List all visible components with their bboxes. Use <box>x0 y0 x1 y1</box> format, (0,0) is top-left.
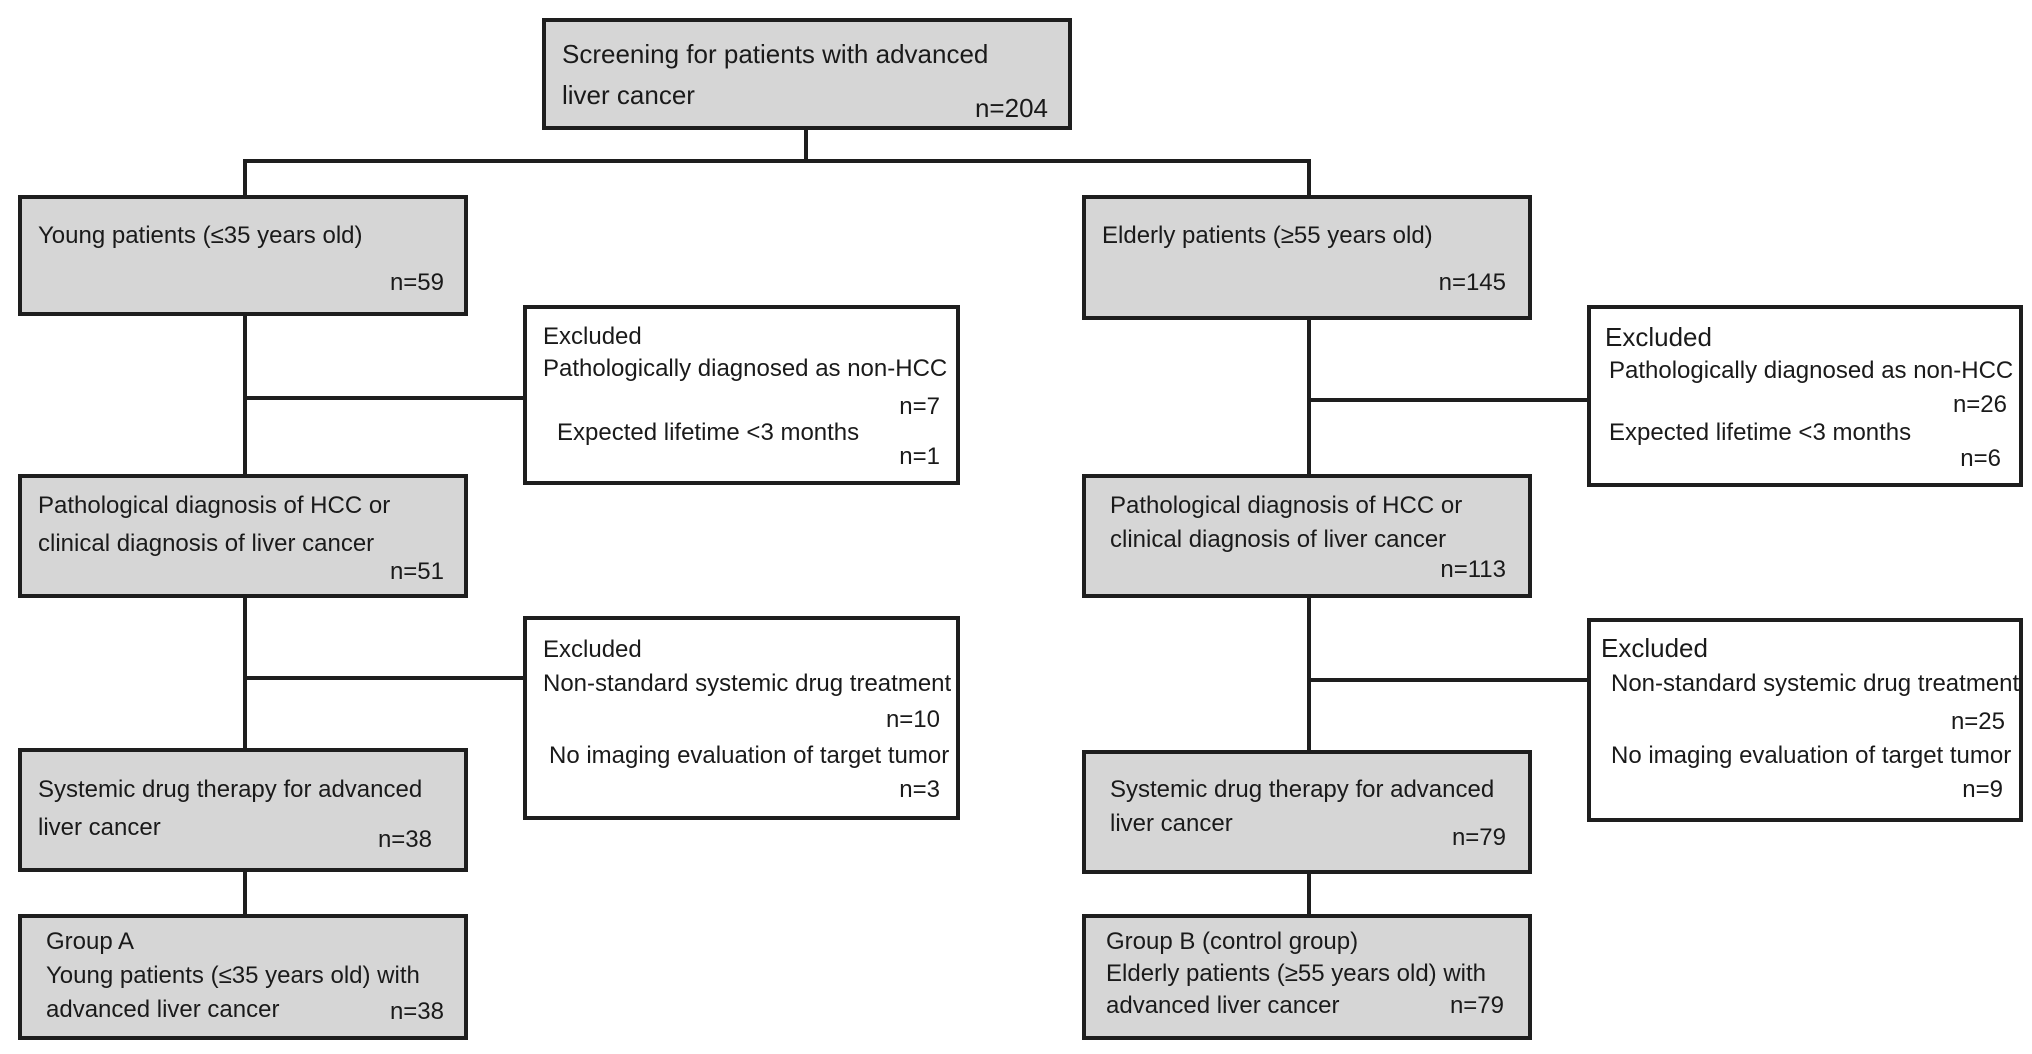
group-b-line3: advanced liver cancer <box>1106 992 1340 1019</box>
elderly-patients-label: Elderly patients (≥55 years old) <box>1102 222 1433 249</box>
right-exclusion-2-count-1: n=25 <box>1950 708 2005 735</box>
left-exclusion-1-count-2: n=1 <box>899 443 940 470</box>
right-exclusion-1-title: Excluded <box>1605 322 1712 352</box>
right-exclusion-box-1: Excluded Pathologically diagnosed as non… <box>1587 305 2023 487</box>
left-exclusion-1-count-1: n=7 <box>899 393 940 420</box>
left-exclusion-box-2: Excluded Non-standard systemic drug trea… <box>523 616 960 820</box>
right-exclusion-1-reason-2: Expected lifetime <3 months <box>1609 419 1912 446</box>
right-therapy-line2: liver cancer <box>1110 810 1233 837</box>
right-exclusion-1-count-1: n=26 <box>1952 391 2007 418</box>
left-therapy-line1: Systemic drug therapy for advanced <box>38 776 423 803</box>
elderly-patients-box: Elderly patients (≥55 years old) n=145 <box>1082 195 1532 320</box>
young-patients-box: Young patients (≤35 years old) n=59 <box>18 195 468 316</box>
connector-top-down <box>804 126 808 162</box>
group-a-line2: Young patients (≤35 years old) with <box>46 962 420 989</box>
young-patients-count: n=59 <box>389 269 444 296</box>
right-exclusion-2-reason-2: No imaging evaluation of target tumor <box>1611 742 2012 769</box>
group-b-count: n=79 <box>1449 992 1504 1019</box>
right-exclusion-2-title: Excluded <box>1601 633 1708 663</box>
connector-right-spine-2 <box>1307 594 1311 752</box>
group-a-title: Group A <box>46 928 135 955</box>
right-exclusion-box-2: Excluded Non-standard systemic drug trea… <box>1587 618 2023 822</box>
screening-count: n=204 <box>974 93 1048 123</box>
connector-right-spine-3 <box>1307 870 1311 918</box>
screening-line1: Screening for patients with advanced <box>562 39 989 69</box>
connector-to-young <box>243 159 247 197</box>
screening-box: Screening for patients with advanced liv… <box>542 18 1072 130</box>
left-diagnosis-count: n=51 <box>389 558 444 585</box>
left-diagnosis-box: Pathological diagnosis of HCC or clinica… <box>18 474 468 598</box>
left-exclusion-2-count-1: n=10 <box>885 706 940 733</box>
connector-left-spine-2 <box>243 594 247 752</box>
connector-right-exclusion-1 <box>1307 398 1589 402</box>
young-patients-label: Young patients (≤35 years old) <box>38 222 363 249</box>
left-therapy-line2: liver cancer <box>38 814 161 841</box>
connector-right-spine-1 <box>1307 316 1311 478</box>
right-therapy-count: n=79 <box>1451 824 1506 851</box>
left-exclusion-2-title: Excluded <box>543 636 642 663</box>
group-a-line3: advanced liver cancer <box>46 996 280 1023</box>
left-diagnosis-line2: clinical diagnosis of liver cancer <box>38 530 375 557</box>
connector-left-spine-3 <box>243 868 247 918</box>
right-exclusion-1-count-2: n=6 <box>1960 445 2001 472</box>
left-therapy-box: Systemic drug therapy for advanced liver… <box>18 748 468 872</box>
right-diagnosis-line1: Pathological diagnosis of HCC or <box>1110 492 1463 519</box>
connector-right-exclusion-2 <box>1307 678 1589 682</box>
connector-top-horizontal <box>243 159 1311 163</box>
right-exclusion-2-count-2: n=9 <box>1962 776 2003 803</box>
left-diagnosis-line1: Pathological diagnosis of HCC or <box>38 492 391 519</box>
left-exclusion-2-reason-1: Non-standard systemic drug treatment <box>543 670 952 697</box>
connector-left-exclusion-2 <box>243 676 525 680</box>
left-exclusion-box-1: Excluded Pathologically diagnosed as non… <box>523 305 960 485</box>
right-diagnosis-count: n=113 <box>1440 556 1506 583</box>
group-b-line2: Elderly patients (≥55 years old) with <box>1106 960 1487 987</box>
left-exclusion-1-reason-2: Expected lifetime <3 months <box>557 419 860 446</box>
connector-left-exclusion-1 <box>243 396 525 400</box>
right-diagnosis-line2: clinical diagnosis of liver cancer <box>1110 526 1447 553</box>
group-a-count: n=38 <box>389 998 444 1025</box>
right-diagnosis-box: Pathological diagnosis of HCC or clinica… <box>1082 474 1532 598</box>
screening-line2: liver cancer <box>562 80 695 110</box>
right-therapy-box: Systemic drug therapy for advanced liver… <box>1082 750 1532 874</box>
group-a-box: Group A Young patients (≤35 years old) w… <box>18 914 468 1040</box>
right-exclusion-2-reason-1: Non-standard systemic drug treatment <box>1611 670 2020 697</box>
left-exclusion-1-reason-1: Pathologically diagnosed as non-HCC <box>543 355 948 382</box>
left-exclusion-1-title: Excluded <box>543 323 642 350</box>
left-therapy-count: n=38 <box>377 826 432 853</box>
right-exclusion-1-reason-1: Pathologically diagnosed as non-HCC <box>1609 357 2014 384</box>
group-b-title: Group B (control group) <box>1106 928 1359 955</box>
group-b-box: Group B (control group) Elderly patients… <box>1082 914 1532 1040</box>
left-exclusion-2-reason-2: No imaging evaluation of target tumor <box>549 742 950 769</box>
connector-left-spine-1 <box>243 312 247 478</box>
right-therapy-line1: Systemic drug therapy for advanced <box>1110 776 1495 803</box>
left-exclusion-2-count-2: n=3 <box>899 776 940 803</box>
elderly-patients-count: n=145 <box>1438 269 1506 296</box>
connector-to-elderly <box>1307 159 1311 197</box>
